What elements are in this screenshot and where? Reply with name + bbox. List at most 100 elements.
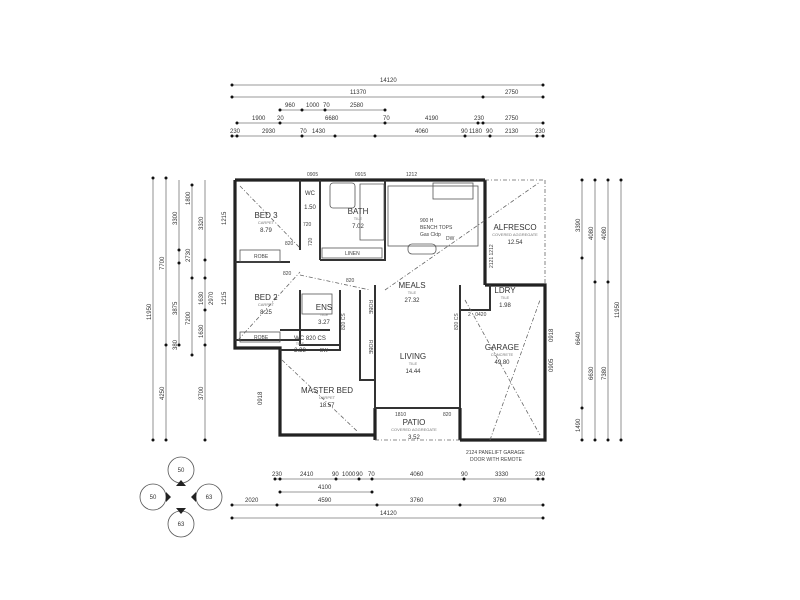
plan-label: 27.32 xyxy=(404,298,420,304)
plan-label: 820 CS xyxy=(341,313,347,330)
room-ldry: LDRY TILE 1.98 xyxy=(494,286,516,309)
plan-label: 2 - 0420 xyxy=(468,312,487,318)
plan-label: BENCH TOPS xyxy=(420,225,453,231)
dim-label: 380 xyxy=(173,339,179,350)
dim-label: 3875 xyxy=(173,301,179,315)
dim-label: 1630 xyxy=(199,324,205,338)
ceiling-lines xyxy=(237,181,541,441)
plan-label: 3.52 xyxy=(408,435,420,441)
dim-label: 6630 xyxy=(589,366,595,380)
dim-label: 70 xyxy=(323,103,330,109)
dim-label: 11370 xyxy=(350,90,367,96)
dim-label: 230 xyxy=(535,129,546,135)
dim-label: 70 xyxy=(300,129,307,135)
plan-label: 1.50 xyxy=(304,205,316,211)
elevation-marker: 50 50 63 63 xyxy=(139,456,223,538)
dim-label: 3700 xyxy=(199,386,205,400)
plan-label: TILE xyxy=(408,290,417,295)
dim-label: 4080 xyxy=(589,226,595,240)
plan-label: ALFRESCO xyxy=(493,223,536,232)
plan-label: 14.44 xyxy=(405,369,421,375)
plan-label: 70 xyxy=(368,472,375,478)
dim-label: 230 xyxy=(474,116,485,122)
left-dimensions: 11950 7700 4250 3300 3875 380 1800 2730 … xyxy=(147,176,264,442)
dim-label: 7700 xyxy=(160,256,166,270)
dim-label: 1900 xyxy=(252,116,266,122)
plan-label: 8.25 xyxy=(260,310,272,316)
dim-label: 2750 xyxy=(505,116,519,122)
plan-label: DW xyxy=(446,236,455,242)
plan-label: PATIO xyxy=(403,418,426,427)
plan-label: 50 xyxy=(178,468,185,474)
plan-label: COVERED AGGREGATE xyxy=(492,232,538,237)
plan-label: TILE xyxy=(320,312,329,317)
plan-label: WC 820 CS xyxy=(294,336,326,342)
dim-label: 1800 xyxy=(186,191,192,205)
plan-label: 900 H xyxy=(420,218,434,224)
plan-label: 4060 xyxy=(410,472,424,478)
kitchen-notes: 900 H BENCH TOPS Gas Cktp DW xyxy=(420,218,455,242)
plan-label: 820 CS xyxy=(454,313,460,330)
room-master-bed: MASTER BED CARPET 18.57 xyxy=(301,386,353,409)
dim-label: 4060 xyxy=(415,129,429,135)
dim-label: 1215 xyxy=(222,211,228,225)
room-bed2: BED 2 CARPET 8.25 xyxy=(254,293,278,316)
dim-label: 2730 xyxy=(186,248,192,262)
plan-label: BED 3 xyxy=(254,211,278,220)
dim-label: 4080 xyxy=(602,226,608,240)
plan-label: 4590 xyxy=(318,498,332,504)
plan-label: 1.98 xyxy=(499,303,511,309)
plan-label: 3.27 xyxy=(318,320,330,326)
plan-label: 50 xyxy=(150,495,157,501)
room-bed3: BED 3 CARPET 8.79 xyxy=(254,211,278,234)
plan-label: LINEN xyxy=(345,251,360,257)
plan-label: 720 xyxy=(308,237,314,246)
room-bath: BATH TILE 7.02 xyxy=(348,207,369,230)
room-wc-top: WC 1.50 xyxy=(304,191,316,211)
dim-label: 2930 xyxy=(262,129,276,135)
plan-label: Gas Cktp xyxy=(420,232,441,238)
plan-label: GARAGE xyxy=(485,343,519,352)
plan-label: LIVING xyxy=(400,352,426,361)
plan-label: 12.54 xyxy=(507,240,523,246)
dim-label: 2750 xyxy=(505,90,519,96)
right-dimensions: 3390 6640 1490 4080 6630 4080 7380 11950… xyxy=(549,178,623,442)
plan-label: WC xyxy=(305,191,316,197)
plan-label: 14120 xyxy=(380,511,397,517)
plan-label: 2.38 xyxy=(294,348,306,354)
dim-label: 20 xyxy=(277,116,284,122)
plan-label: 18.57 xyxy=(319,403,335,409)
plan-label: BATH xyxy=(348,207,369,216)
plan-label: 820 xyxy=(443,412,452,418)
dim-label: 1000 xyxy=(306,103,320,109)
plan-label: 2410 xyxy=(300,472,314,478)
plan-label: BW xyxy=(320,348,328,354)
plan-label: 1212 xyxy=(406,172,417,178)
plan-label: DOOR WITH REMOTE xyxy=(470,457,523,463)
plan-label: 820 xyxy=(283,271,292,277)
room-wc: WC 820 CS TILE 2.38 xyxy=(294,336,326,354)
plan-label: 820 xyxy=(346,278,355,284)
plan-label: 3760 xyxy=(410,498,424,504)
plan-label: CARPET xyxy=(258,220,275,225)
plan-label: 2020 xyxy=(245,498,259,504)
plan-label: 2121 1212 xyxy=(489,244,495,268)
dim-label: 1630 xyxy=(199,291,205,305)
plan-label: 1810 xyxy=(395,412,406,418)
plan-label: 1000 xyxy=(342,472,356,478)
plan-label: 90 xyxy=(356,472,363,478)
plan-label: 720 xyxy=(303,222,312,228)
plan-label: 90 xyxy=(332,472,339,478)
dim-label: 2130 xyxy=(505,129,519,135)
dim-label: 4250 xyxy=(160,386,166,400)
dim-label: 90 xyxy=(486,129,493,135)
plan-label: MASTER BED xyxy=(301,386,353,395)
top-dimensions: 14120 11370 2750 960 1000 70 2580 1900 2… xyxy=(230,78,546,138)
plan-label: 63 xyxy=(206,495,213,501)
plan-label: 63 xyxy=(178,522,185,528)
dim-label: 7380 xyxy=(602,366,608,380)
plan-label: 49.80 xyxy=(494,360,510,366)
plan-label: ROBE xyxy=(367,340,373,355)
dim-label: 11950 xyxy=(615,301,621,318)
